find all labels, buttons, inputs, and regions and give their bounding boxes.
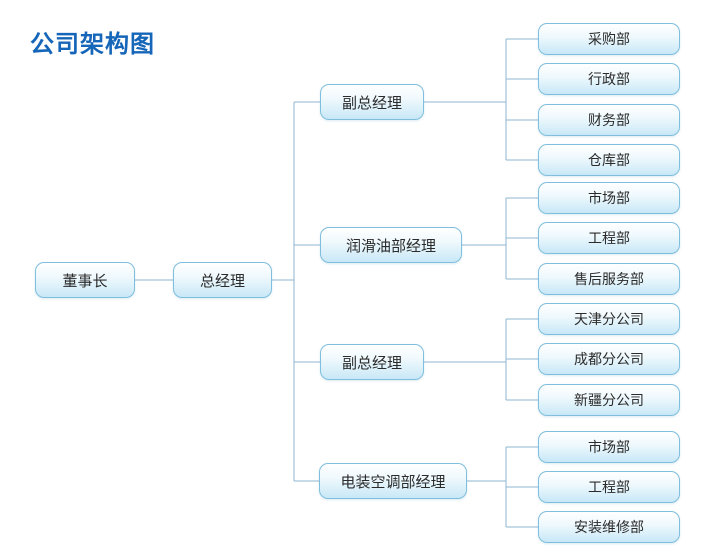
node-installation-maintenance-dept: 安装维修部 <box>538 511 680 543</box>
node-vice-gm-2: 副总经理 <box>320 344 424 380</box>
node-engineering-dept-1: 工程部 <box>538 222 680 254</box>
node-chengdu-branch: 成都分公司 <box>538 343 680 375</box>
page-title: 公司架构图 <box>30 31 155 58</box>
node-finance-dept: 财务部 <box>538 104 680 136</box>
node-market-dept-1: 市场部 <box>538 182 680 214</box>
node-lubricant-dept-manager: 润滑油部经理 <box>320 227 462 263</box>
node-warehouse-dept: 仓库部 <box>538 144 680 176</box>
node-xinjiang-branch: 新疆分公司 <box>538 384 680 416</box>
node-vice-gm-1: 副总经理 <box>320 84 424 120</box>
node-electrical-ac-dept-manager: 电装空调部经理 <box>319 463 467 499</box>
node-market-dept-2: 市场部 <box>538 431 680 463</box>
node-tianjin-branch: 天津分公司 <box>538 303 680 335</box>
node-general-manager: 总经理 <box>173 262 272 298</box>
node-engineering-dept-2: 工程部 <box>538 471 680 503</box>
node-purchasing-dept: 采购部 <box>538 23 680 55</box>
node-chairman: 董事长 <box>35 262 135 298</box>
node-after-sales-dept: 售后服务部 <box>538 263 680 295</box>
node-admin-dept: 行政部 <box>538 63 680 95</box>
